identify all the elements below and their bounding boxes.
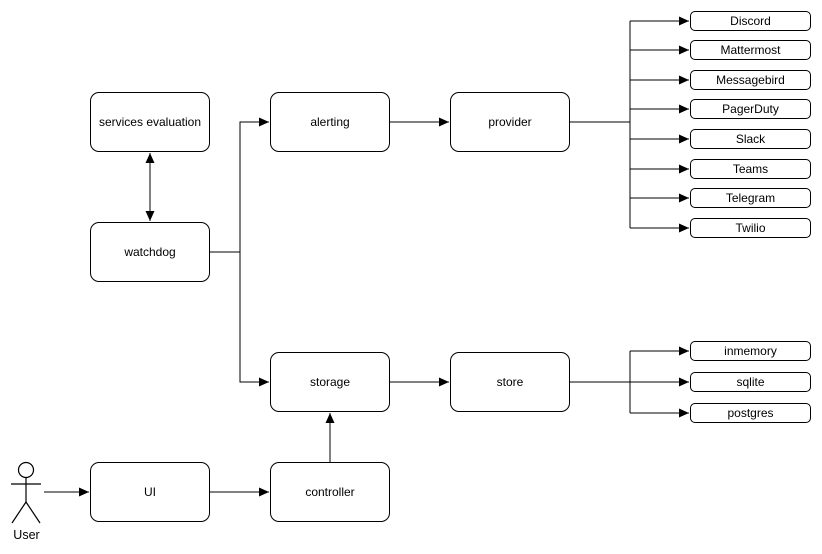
- node-watchdog: watchdog: [90, 222, 210, 282]
- node-alerting: alerting: [270, 92, 390, 152]
- node-store: store: [450, 352, 570, 412]
- provider-leaf-messagebird: Messagebird: [690, 70, 811, 90]
- provider-leaf-twilio: Twilio: [690, 218, 811, 238]
- user-actor-label: User: [13, 528, 40, 542]
- provider-leaf-teams: Teams: [690, 159, 811, 179]
- store-leaf-postgres: postgres: [690, 403, 811, 423]
- node-storage: storage: [270, 352, 390, 412]
- provider-leaf-telegram: Telegram: [690, 188, 811, 208]
- edge-watchdog-alerting: [210, 117, 269, 253]
- provider-leaf-pagerduty: PagerDuty: [690, 99, 811, 119]
- node-provider: provider: [450, 92, 570, 152]
- provider-leaf-mattermost: Mattermost: [690, 40, 811, 60]
- provider-leaf-slack: Slack: [690, 129, 811, 149]
- edge-watchdog-storage: [239, 252, 269, 387]
- node-controller: controller: [270, 462, 390, 522]
- store-leaf-sqlite: sqlite: [690, 372, 811, 392]
- node-ui: UI: [90, 462, 210, 522]
- node-services-evaluation: services evaluation: [90, 92, 210, 152]
- provider-leaf-discord: Discord: [690, 11, 811, 31]
- user-actor-icon: [11, 461, 41, 524]
- store-leaf-inmemory: inmemory: [690, 341, 811, 361]
